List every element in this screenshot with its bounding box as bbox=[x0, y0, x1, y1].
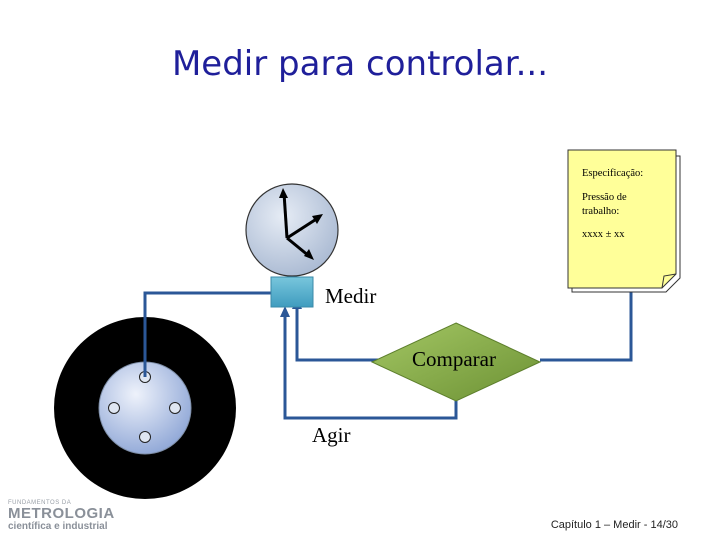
logo-title: METROLOGIA bbox=[8, 505, 115, 522]
bolt-hole-right bbox=[169, 402, 181, 414]
gauge-needle-up bbox=[282, 192, 289, 239]
act-label: Agir bbox=[312, 423, 351, 447]
spec-note-work: trabalho: bbox=[582, 206, 619, 217]
spec-note-fold bbox=[661, 273, 677, 289]
gauge-needle-down bbox=[286, 236, 310, 258]
slide-footer: Capítulo 1 – Medir - 14/30 bbox=[550, 519, 678, 531]
logo-small-text: FUNDAMENTOS DA bbox=[8, 500, 72, 506]
compare-diamond bbox=[370, 322, 542, 402]
act-line bbox=[283, 312, 458, 420]
gauge-needle-right bbox=[286, 216, 319, 240]
measure-label: Medir bbox=[325, 284, 376, 308]
metrology-logo: FUNDAMENTOS DA METROLOGIA científica e i… bbox=[8, 500, 128, 532]
spec-line bbox=[540, 288, 633, 362]
spec-note-value: xxxx ± xx bbox=[582, 229, 625, 240]
bolt-hole-left bbox=[108, 402, 120, 414]
logo-subtitle: científica e industrial bbox=[8, 521, 108, 532]
gauge-needle-down-tip bbox=[304, 249, 314, 260]
arrow-to-sensor-act bbox=[280, 306, 290, 317]
gauge-needle-up-tip bbox=[279, 188, 288, 198]
slide-title: Medir para controlar... bbox=[171, 44, 549, 84]
measure-line bbox=[143, 291, 272, 377]
sensor-block bbox=[270, 276, 314, 308]
spec-note-title: Especificação: bbox=[582, 168, 643, 179]
pressure-gauge bbox=[245, 183, 339, 277]
bolt-hole-bottom bbox=[139, 431, 151, 443]
compare-label: Comparar bbox=[412, 347, 496, 371]
compare-input-line bbox=[295, 303, 378, 362]
gauge-needle-right-tip bbox=[312, 214, 323, 224]
spec-note bbox=[567, 149, 677, 289]
spec-note-pressure: Pressão de bbox=[582, 192, 627, 203]
